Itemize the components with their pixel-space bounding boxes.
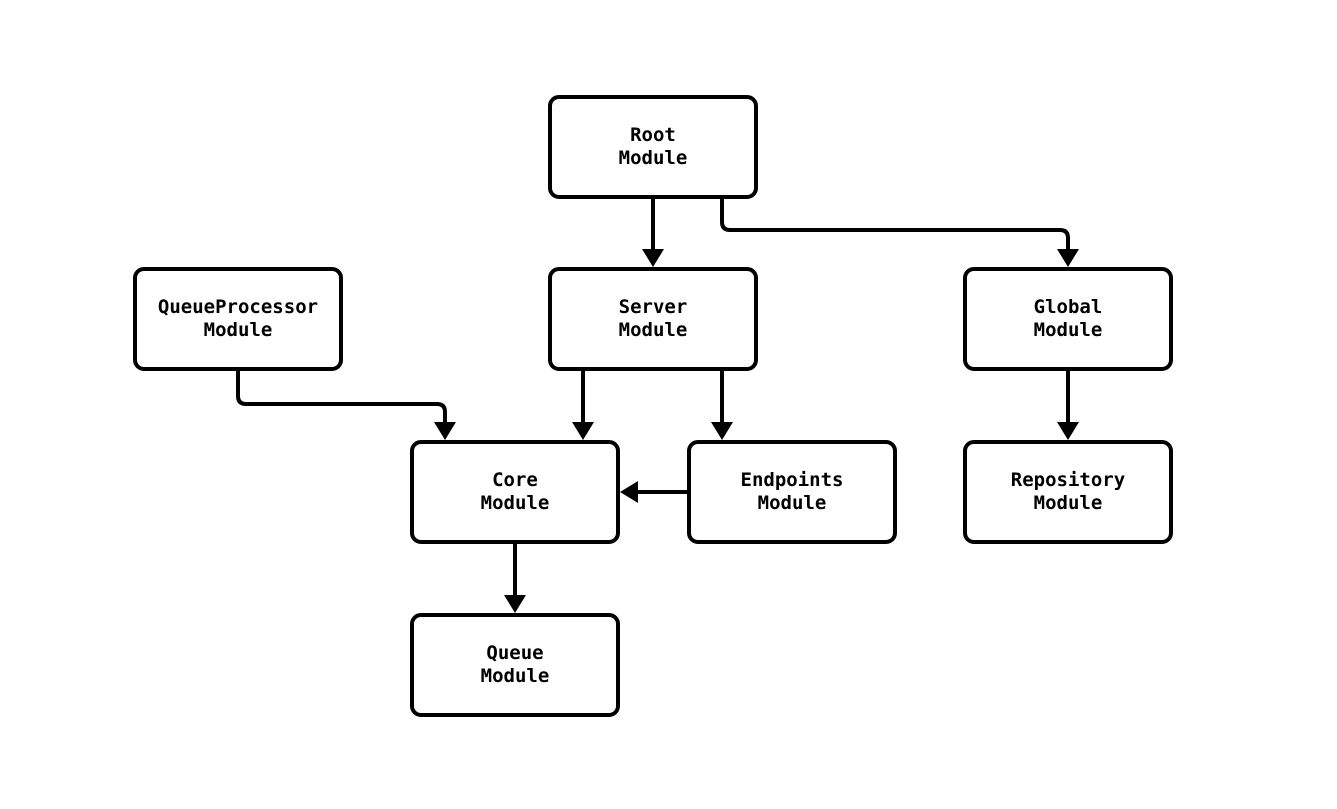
node-label-primary: Queue: [486, 642, 544, 664]
edge-root-to-global: [720, 199, 1079, 267]
node-label-secondary: Module: [1033, 492, 1103, 514]
arrowhead-icon: [711, 422, 733, 440]
node-label-secondary: Module: [1033, 319, 1103, 341]
arrowhead-icon: [572, 422, 594, 440]
edge-root-to-server: [642, 199, 664, 267]
arrowhead-icon: [1057, 249, 1079, 267]
edge-server-to-core: [572, 371, 594, 440]
edge-endpoints-to-core: [620, 481, 687, 503]
node-label-primary: Root: [630, 124, 676, 146]
node-label-primary: Global: [1033, 296, 1103, 318]
arrowhead-icon: [504, 595, 526, 613]
node-label-secondary: Module: [480, 492, 550, 514]
node-label-primary: Server: [618, 296, 688, 318]
arrowhead-icon: [434, 422, 456, 440]
arrowhead-icon: [620, 481, 638, 503]
node-label-secondary: Module: [203, 319, 273, 341]
node-label-primary: Endpoints: [740, 469, 844, 491]
edge-server-to-endpoints: [711, 371, 733, 440]
node-label-primary: Repository: [1010, 469, 1126, 491]
node-label-secondary: Module: [618, 147, 688, 169]
arrowhead-icon: [642, 249, 664, 267]
arrowhead-icon: [1057, 422, 1079, 440]
edge-core-to-queue: [504, 544, 526, 613]
node-label-primary: QueueProcessor: [157, 296, 319, 318]
node-label-secondary: Module: [757, 492, 827, 514]
edge-line: [720, 199, 1070, 252]
node-label-primary: Core: [492, 469, 538, 491]
edge-line: [236, 371, 447, 425]
node-label-secondary: Module: [480, 665, 550, 687]
edge-queueprocessor-to-core: [236, 371, 456, 440]
edge-global-to-repository: [1057, 371, 1079, 440]
node-label-secondary: Module: [618, 319, 688, 341]
